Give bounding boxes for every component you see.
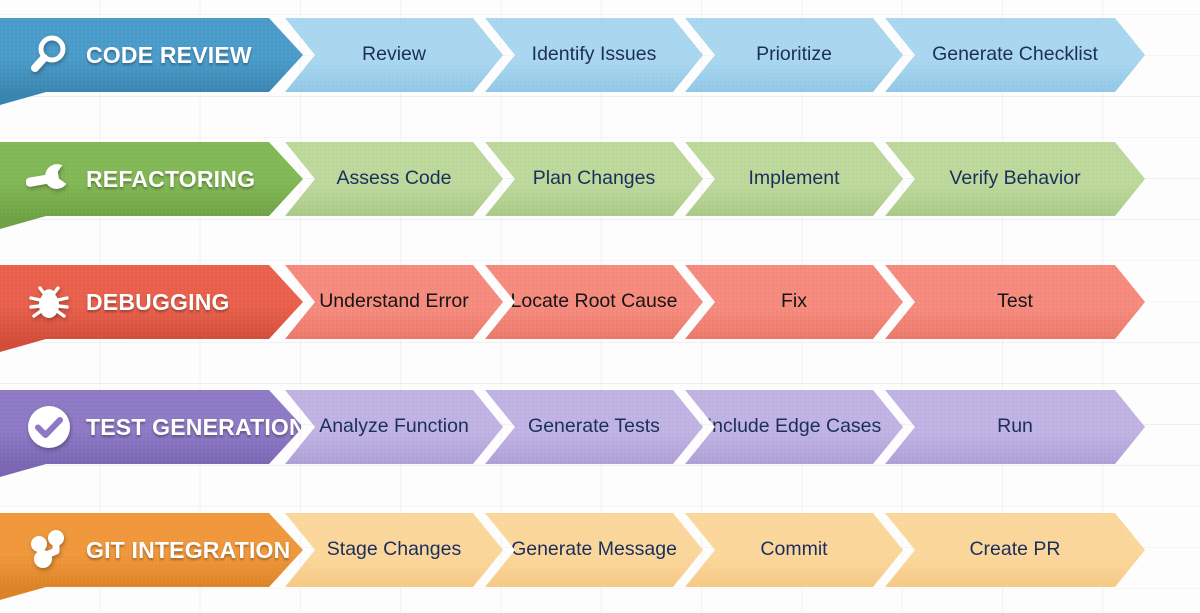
step-debugging-2[interactable]: Locate Root Cause: [485, 265, 703, 339]
label-band-refactoring[interactable]: REFACTORING: [0, 142, 303, 216]
workflow-row-git-integration: GIT INTEGRATION Stage Changes Generate Mes…: [0, 513, 1200, 600]
band-title-test-generation: TEST GENERATION: [86, 413, 306, 440]
step-refactoring-2[interactable]: Plan Changes: [485, 142, 703, 216]
step-code-review-4[interactable]: Generate Checklist: [885, 18, 1145, 92]
wrench-icon: [24, 154, 74, 204]
magnifier-icon: [24, 30, 74, 80]
step-test-generation-2[interactable]: Generate Tests: [485, 390, 703, 464]
band-title-git-integration: GIT INTEGRATION: [86, 536, 291, 563]
label-band-debugging[interactable]: DEBUGGING: [0, 265, 303, 339]
step-refactoring-1[interactable]: Assess Code: [285, 142, 503, 216]
ribbon-fold-debugging: [0, 339, 46, 352]
step-test-generation-4[interactable]: Run: [885, 390, 1145, 464]
band-title-debugging: DEBUGGING: [86, 288, 230, 315]
step-code-review-2[interactable]: Identify Issues: [485, 18, 703, 92]
git-branch-icon: [24, 525, 74, 575]
step-debugging-1[interactable]: Understand Error: [285, 265, 503, 339]
steps-git-integration: Stage Changes Generate Message Commit Creat…: [303, 513, 1200, 587]
label-band-git-integration[interactable]: GIT INTEGRATION: [0, 513, 303, 587]
step-refactoring-4[interactable]: Verify Behavior: [885, 142, 1145, 216]
step-label: Test: [997, 290, 1033, 313]
step-label: Generate Message: [511, 538, 677, 561]
workflow-row-debugging: DEBUGGING Understand Error Locate Root Cau…: [0, 265, 1200, 352]
step-label: Implement: [748, 167, 840, 190]
step-label: Identify Issues: [531, 43, 657, 66]
step-debugging-4[interactable]: Test: [885, 265, 1145, 339]
label-band-code-review[interactable]: CODE REVIEW: [0, 18, 303, 92]
ribbon-fold-git-integration: [0, 587, 46, 600]
workflow-row-code-review: CODE REVIEW Review Identify Issues Prioriti…: [0, 18, 1200, 105]
step-label: Generate Checklist: [932, 43, 1098, 66]
ribbon-fold-refactoring: [0, 216, 46, 229]
step-git-integration-3[interactable]: Commit: [685, 513, 903, 587]
step-code-review-3[interactable]: Prioritize: [685, 18, 903, 92]
band-title-code-review: CODE REVIEW: [86, 41, 252, 68]
step-git-integration-1[interactable]: Stage Changes: [285, 513, 503, 587]
step-label: Understand Error: [319, 290, 469, 313]
step-refactoring-3[interactable]: Implement: [685, 142, 903, 216]
step-test-generation-3[interactable]: Include Edge Cases: [685, 390, 903, 464]
step-label: Review: [362, 43, 426, 66]
step-label: Verify Behavior: [949, 167, 1081, 190]
workflow-row-refactoring: REFACTORING Assess Code Plan Changes Implem…: [0, 142, 1200, 229]
step-label: Locate Root Cause: [510, 290, 678, 313]
ribbon-fold-code-review: [0, 92, 46, 105]
step-label: Prioritize: [756, 43, 832, 66]
step-label: Commit: [760, 538, 828, 561]
steps-test-generation: Analyze Function Generate Tests Include Ed…: [303, 390, 1200, 464]
step-label: Generate Tests: [528, 415, 660, 438]
step-label: Create PR: [969, 538, 1061, 561]
step-label: Fix: [781, 290, 807, 313]
step-git-integration-4[interactable]: Create PR: [885, 513, 1145, 587]
step-label: Run: [997, 415, 1033, 438]
step-label: Include Edge Cases: [706, 415, 882, 438]
band-title-refactoring: REFACTORING: [86, 165, 256, 192]
step-label: Plan Changes: [532, 167, 656, 190]
step-test-generation-1[interactable]: Analyze Function: [285, 390, 503, 464]
step-debugging-3[interactable]: Fix: [685, 265, 903, 339]
label-band-test-generation[interactable]: TEST GENERATION: [0, 390, 303, 464]
step-code-review-1[interactable]: Review: [285, 18, 503, 92]
step-label: Stage Changes: [326, 538, 462, 561]
step-label: Assess Code: [336, 167, 452, 190]
steps-refactoring: Assess Code Plan Changes Implement Verify B…: [303, 142, 1200, 216]
ribbon-fold-test-generation: [0, 464, 46, 477]
bug-icon: [24, 277, 74, 327]
steps-code-review: Review Identify Issues Prioritize Generate …: [303, 18, 1200, 92]
step-git-integration-2[interactable]: Generate Message: [485, 513, 703, 587]
workflow-row-test-generation: TEST GENERATION Analyze Function Generate …: [0, 390, 1200, 477]
step-label: Analyze Function: [319, 415, 469, 438]
check-circle-icon: [24, 402, 74, 452]
steps-debugging: Understand Error Locate Root Cause Fix Test: [303, 265, 1200, 339]
